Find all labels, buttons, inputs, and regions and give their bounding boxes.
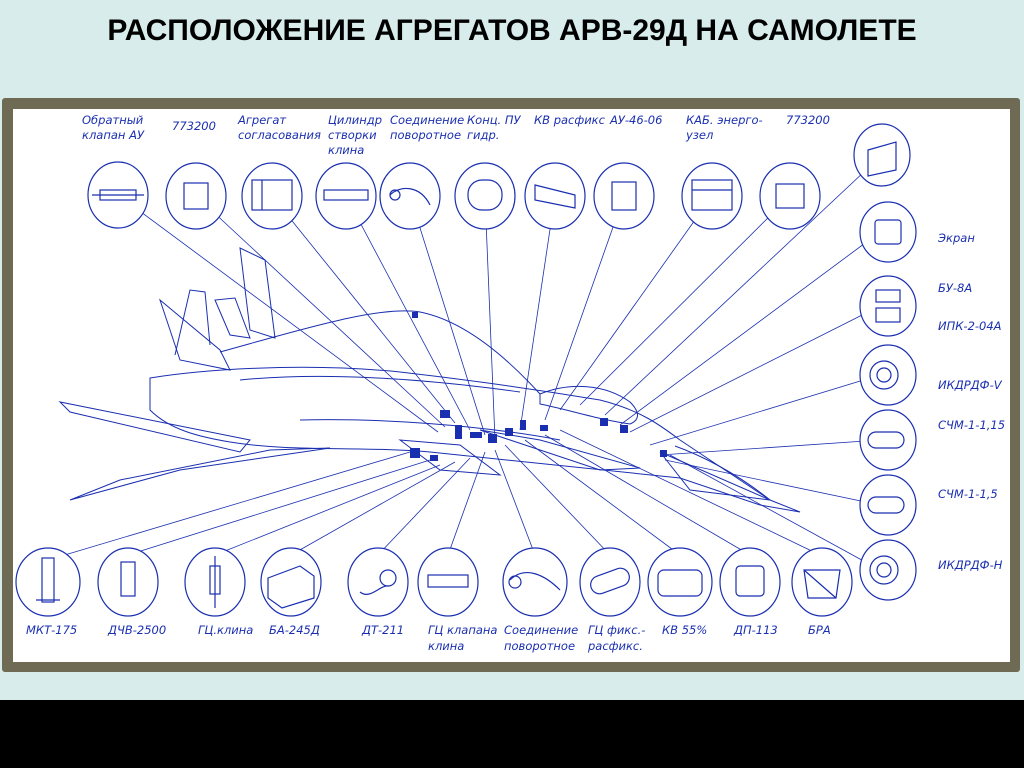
label-schm-1-115: СЧМ-1-1,15 <box>938 418 1005 432</box>
component-markers <box>410 312 667 461</box>
right-labels: Экран БУ-8А ИПК-2-04А ИКДРДФ-V СЧМ-1-1,1… <box>937 231 1005 572</box>
label-bra: БРА <box>808 623 831 637</box>
label-773200-a: 773200 <box>172 119 216 133</box>
bottom-bar <box>0 700 1024 768</box>
label-ba-245d: БА-245Д <box>269 623 320 637</box>
label-gts-fiks-rasfiks: ГЦ фикс.-расфикс. <box>587 623 645 653</box>
label-au-46-06: АУ-46-06 <box>609 113 662 127</box>
label-kv-55: КВ 55% <box>662 623 707 637</box>
label-kv-rasfiks: КВ расфикс <box>534 113 606 127</box>
label-ipk-2-04a: ИПК-2-04А <box>938 319 1002 333</box>
page-title: РАСПОЛОЖЕНИЕ АГРЕГАТОВ АРВ-29Д НА САМОЛЕ… <box>107 14 917 47</box>
label-ikdrdf-n: ИКДРДФ-Н <box>938 558 1003 572</box>
label-gts-klina: ГЦ.клина <box>198 623 253 637</box>
label-dchv-2500: ДЧВ-2500 <box>107 623 166 637</box>
label-773200-b: 773200 <box>786 113 830 127</box>
label-kab-energouzel: КАБ. энерго-узел <box>685 113 763 142</box>
right-component-circles <box>859 201 917 601</box>
label-dt-211: ДТ-211 <box>361 623 404 637</box>
leader-lines <box>47 154 883 571</box>
label-mkt-175: МКТ-175 <box>26 623 77 637</box>
label-dp-113: ДП-113 <box>733 623 778 637</box>
bottom-component-circles <box>15 547 853 617</box>
label-bu-8a: БУ-8А <box>938 281 972 295</box>
bottom-labels: МКТ-175 ДЧВ-2500 ГЦ.клина БА-245Д ДТ-211… <box>26 623 831 653</box>
label-ikdrdf-v: ИКДРДФ-V <box>938 378 1003 392</box>
aircraft-outline <box>58 247 801 513</box>
label-ekran: Экран <box>937 231 975 245</box>
component-glyphs <box>36 141 905 609</box>
label-schm-1-15: СЧМ-1-1,5 <box>938 487 998 501</box>
